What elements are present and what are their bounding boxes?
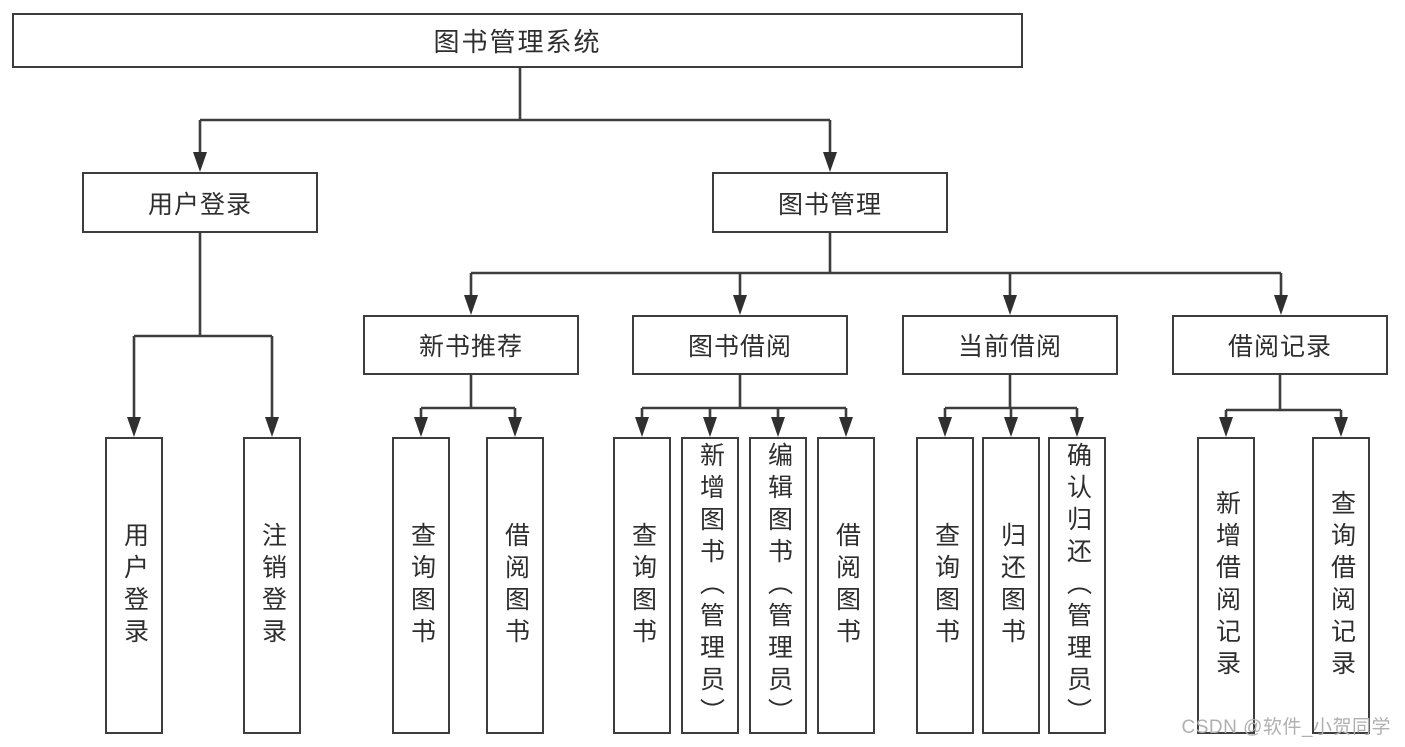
leaf-return-books: 归还图书 xyxy=(982,437,1040,734)
leaf-query-books-borrow-label: 查询图书 xyxy=(628,521,657,650)
arrow-icon xyxy=(1070,417,1084,437)
node-book-management: 图书管理 xyxy=(712,172,948,233)
node-user-login-group: 用户登录 xyxy=(82,172,318,233)
arrow-icon xyxy=(1334,417,1348,437)
node-book-borrow-label: 图书借阅 xyxy=(687,333,792,361)
node-new-book-recommend: 新书推荐 xyxy=(363,315,579,375)
arrow-icon xyxy=(635,417,649,437)
leaf-return-books-label: 归还图书 xyxy=(997,521,1026,650)
arrow-icon xyxy=(464,295,478,315)
node-book-borrow: 图书借阅 xyxy=(632,315,848,375)
arrow-icon xyxy=(1274,295,1288,315)
connector-root-to-level2 xyxy=(198,67,832,154)
arrowheads xyxy=(127,152,1348,437)
arrow-icon xyxy=(823,152,837,172)
leaf-add-borrow-record-label: 新增借阅记录 xyxy=(1212,489,1241,682)
arrow-icon xyxy=(771,417,785,437)
leaf-borrow-books-label: 借阅图书 xyxy=(832,521,861,650)
connector-new-book-group xyxy=(419,375,517,419)
node-root-label: 图书管理系统 xyxy=(433,27,602,57)
leaf-borrow-books: 借阅图书 xyxy=(817,437,875,734)
leaf-query-books-current-label: 查询图书 xyxy=(931,521,960,650)
arrow-icon xyxy=(839,417,853,437)
connector-user-login-group xyxy=(132,233,274,419)
leaf-logout: 注销登录 xyxy=(243,437,301,734)
leaf-borrow-books-recommend: 借阅图书 xyxy=(486,437,544,734)
arrow-icon xyxy=(414,417,428,437)
leaf-user-login: 用户登录 xyxy=(105,437,163,734)
connector-borrow-record-group xyxy=(1224,375,1343,419)
leaf-logout-label: 注销登录 xyxy=(258,521,287,650)
node-root: 图书管理系统 xyxy=(12,13,1023,68)
connector-current-borrow-group xyxy=(943,375,1079,419)
leaf-query-borrow-record: 查询借阅记录 xyxy=(1312,437,1370,734)
node-current-borrow-label: 当前借阅 xyxy=(957,333,1062,361)
leaf-edit-books-admin: 编辑图书（管理员） xyxy=(749,437,807,734)
leaf-user-login-label: 用户登录 xyxy=(120,521,149,650)
leaf-query-borrow-record-label: 查询借阅记录 xyxy=(1327,489,1356,682)
leaf-add-books-admin-label: 新增图书（管理员） xyxy=(696,441,725,730)
arrow-icon xyxy=(193,152,207,172)
arrow-icon xyxy=(733,295,747,315)
leaf-confirm-return-admin-label: 确认归还（管理员） xyxy=(1063,441,1092,730)
leaf-query-books-recommend-label: 查询图书 xyxy=(407,521,436,650)
node-new-book-recommend-label: 新书推荐 xyxy=(418,333,523,361)
arrow-icon xyxy=(703,417,717,437)
arrow-icon xyxy=(1219,417,1233,437)
leaf-query-books-current: 查询图书 xyxy=(916,437,974,734)
arrow-icon xyxy=(508,417,522,437)
arrow-icon xyxy=(938,417,952,437)
arrow-icon xyxy=(265,417,279,437)
leaf-borrow-books-recommend-label: 借阅图书 xyxy=(501,521,530,650)
leaf-add-books-admin: 新增图书（管理员） xyxy=(681,437,739,734)
node-borrow-records-label: 借阅记录 xyxy=(1227,333,1332,361)
leaf-query-books-borrow: 查询图书 xyxy=(613,437,671,734)
csdn-watermark: CSDN @软件_小贺同学 xyxy=(1181,717,1391,738)
node-user-login-group-label: 用户登录 xyxy=(147,190,252,219)
arrow-icon xyxy=(1003,295,1017,315)
connector-book-management-group xyxy=(469,233,1283,297)
arrow-icon xyxy=(127,417,141,437)
connector-book-borrow-group xyxy=(640,375,848,419)
node-current-borrow: 当前借阅 xyxy=(902,315,1118,375)
node-book-management-label: 图书管理 xyxy=(777,190,882,219)
node-borrow-records: 借阅记录 xyxy=(1172,315,1388,375)
arrow-icon xyxy=(1004,417,1018,437)
leaf-query-books-recommend: 查询图书 xyxy=(392,437,450,734)
leaf-add-borrow-record: 新增借阅记录 xyxy=(1197,437,1255,734)
leaf-edit-books-admin-label: 编辑图书（管理员） xyxy=(764,441,793,730)
leaf-confirm-return-admin: 确认归还（管理员） xyxy=(1048,437,1106,734)
